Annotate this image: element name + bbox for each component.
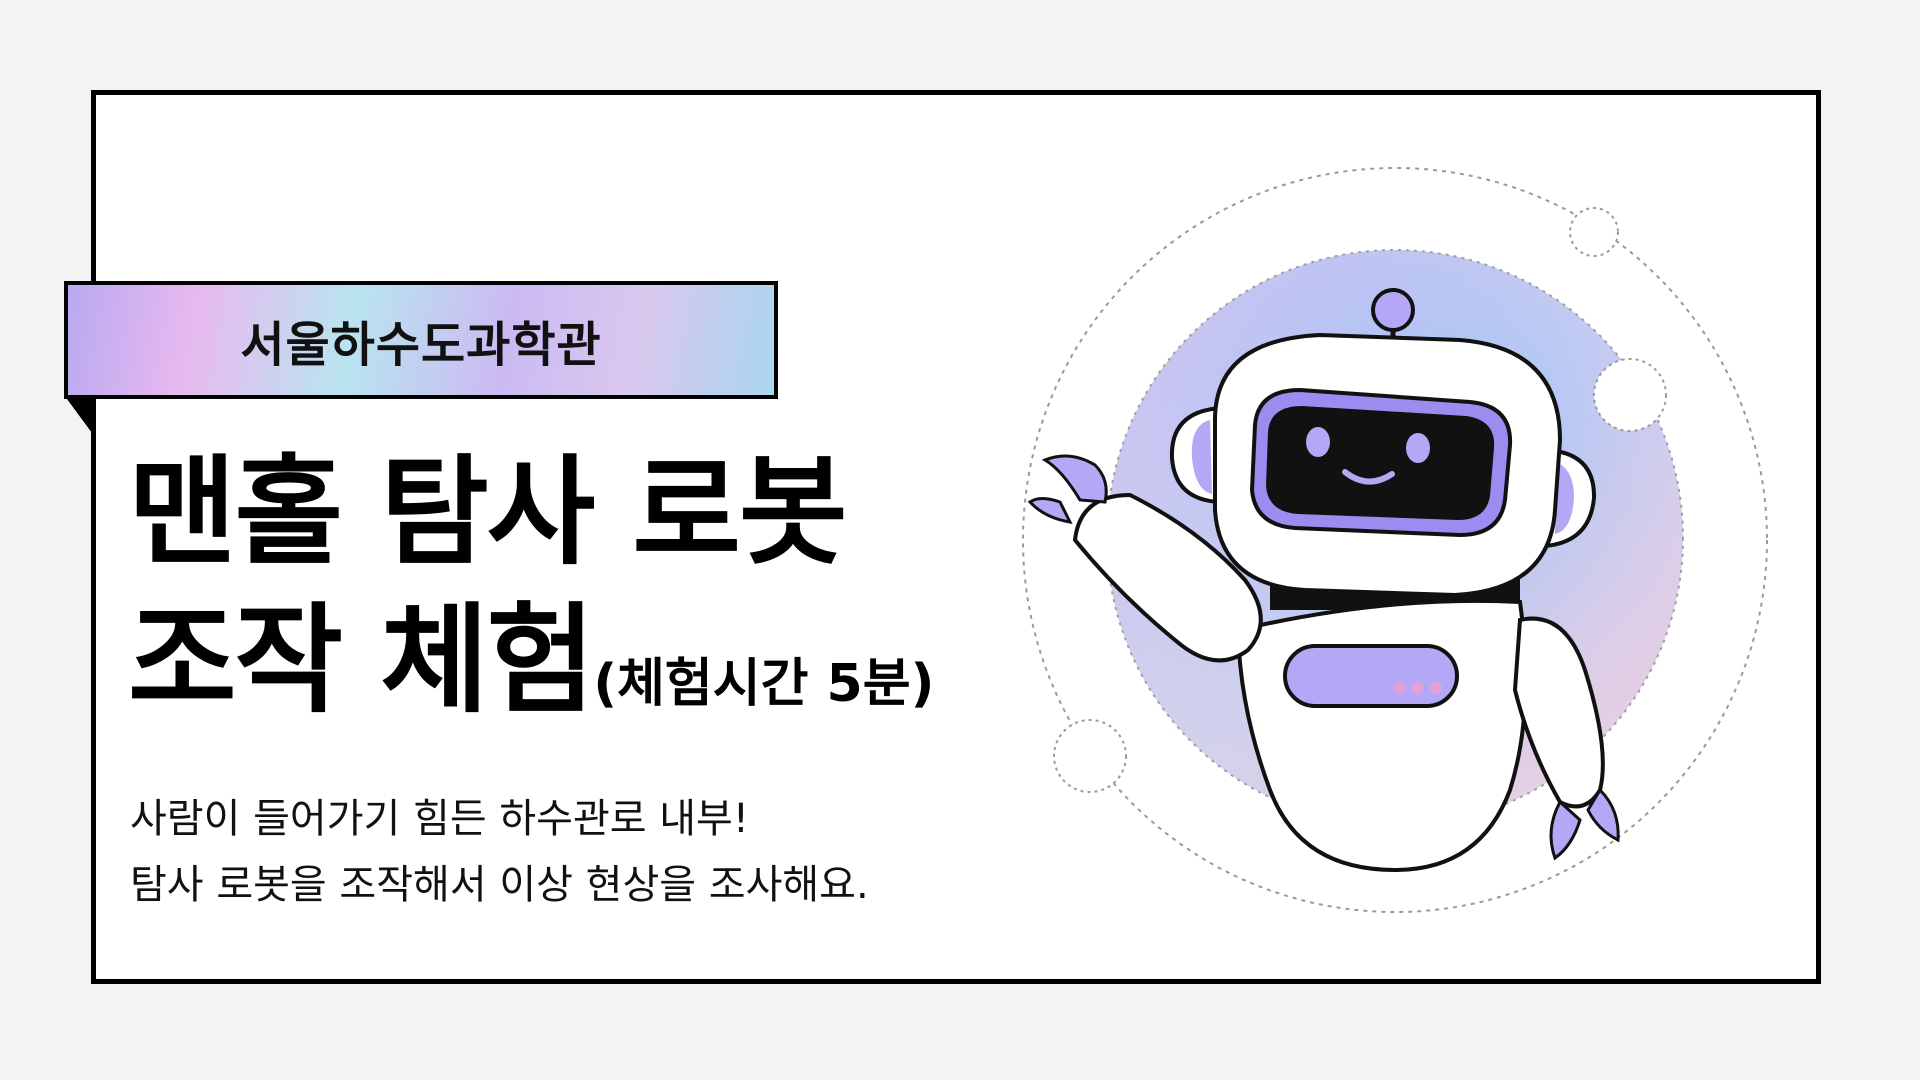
robot-body bbox=[1235, 598, 1528, 873]
smile bbox=[1342, 469, 1395, 485]
description-line-1: 사람이 들어가기 힘든 하수관로 내부! bbox=[130, 796, 749, 842]
orbit-bubble-2 bbox=[1593, 358, 1667, 432]
page-title: 맨홀 탐사 로봇 조작 체험(체험시간 5분) bbox=[128, 438, 934, 758]
orbit-ring bbox=[1022, 167, 1768, 913]
left-claw bbox=[1041, 454, 1108, 504]
venue-badge: 서울하수도과학관 bbox=[64, 281, 778, 433]
description: 사람이 들어가기 힘든 하수관로 내부! 탐사 로봇을 조작해서 이상 현상을 … bbox=[130, 786, 869, 918]
robot-illustration bbox=[1022, 167, 1768, 913]
left-eye bbox=[1306, 427, 1330, 457]
orbit-bubble-1 bbox=[1569, 207, 1619, 257]
right-claw bbox=[1549, 799, 1582, 861]
title-line-1: 맨홀 탐사 로봇 bbox=[128, 443, 848, 581]
title-line-2-main: 조작 체험 bbox=[128, 591, 595, 729]
left-arm bbox=[1072, 492, 1263, 663]
duration-note: (체험시간 5분) bbox=[593, 654, 935, 714]
badge-box: 서울하수도과학관 bbox=[64, 281, 778, 399]
title-line-2: 조작 체험(체험시간 5분) bbox=[128, 586, 934, 758]
description-line-2: 탐사 로봇을 조작해서 이상 현상을 조사해요. bbox=[130, 862, 869, 908]
right-eye bbox=[1406, 433, 1430, 463]
chest-panel bbox=[1283, 644, 1459, 708]
badge-fold bbox=[64, 395, 92, 433]
antenna-ball bbox=[1371, 288, 1415, 332]
orbit-bubble-3 bbox=[1053, 719, 1127, 793]
venue-name: 서울하수도과학관 bbox=[240, 317, 602, 373]
